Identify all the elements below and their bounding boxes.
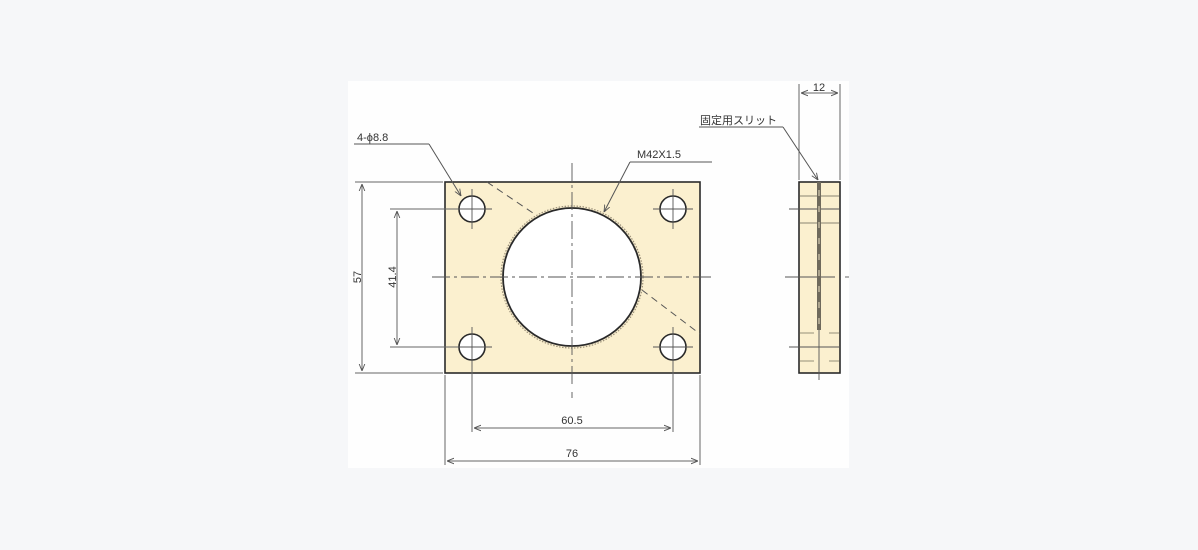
hole-callout: 4-ϕ8.8 [357,132,388,144]
mounting-holes [452,189,693,367]
height-dimension: 57 [352,271,364,283]
thickness-dimension: 12 [813,82,825,94]
width-dimension: 76 [566,448,578,460]
thread-callout: M42X1.5 [637,149,681,161]
slit-callout: 固定用スリット [700,113,777,127]
hole-pitch-y-dimension: 41.4 [387,266,399,287]
side-view: 12 固定用スリット [699,82,849,380]
hole-pitch-x-dimension: 60.5 [561,415,582,427]
front-view: 57 41.4 60.5 76 4-ϕ8.8 M42X1.5 [352,132,713,465]
